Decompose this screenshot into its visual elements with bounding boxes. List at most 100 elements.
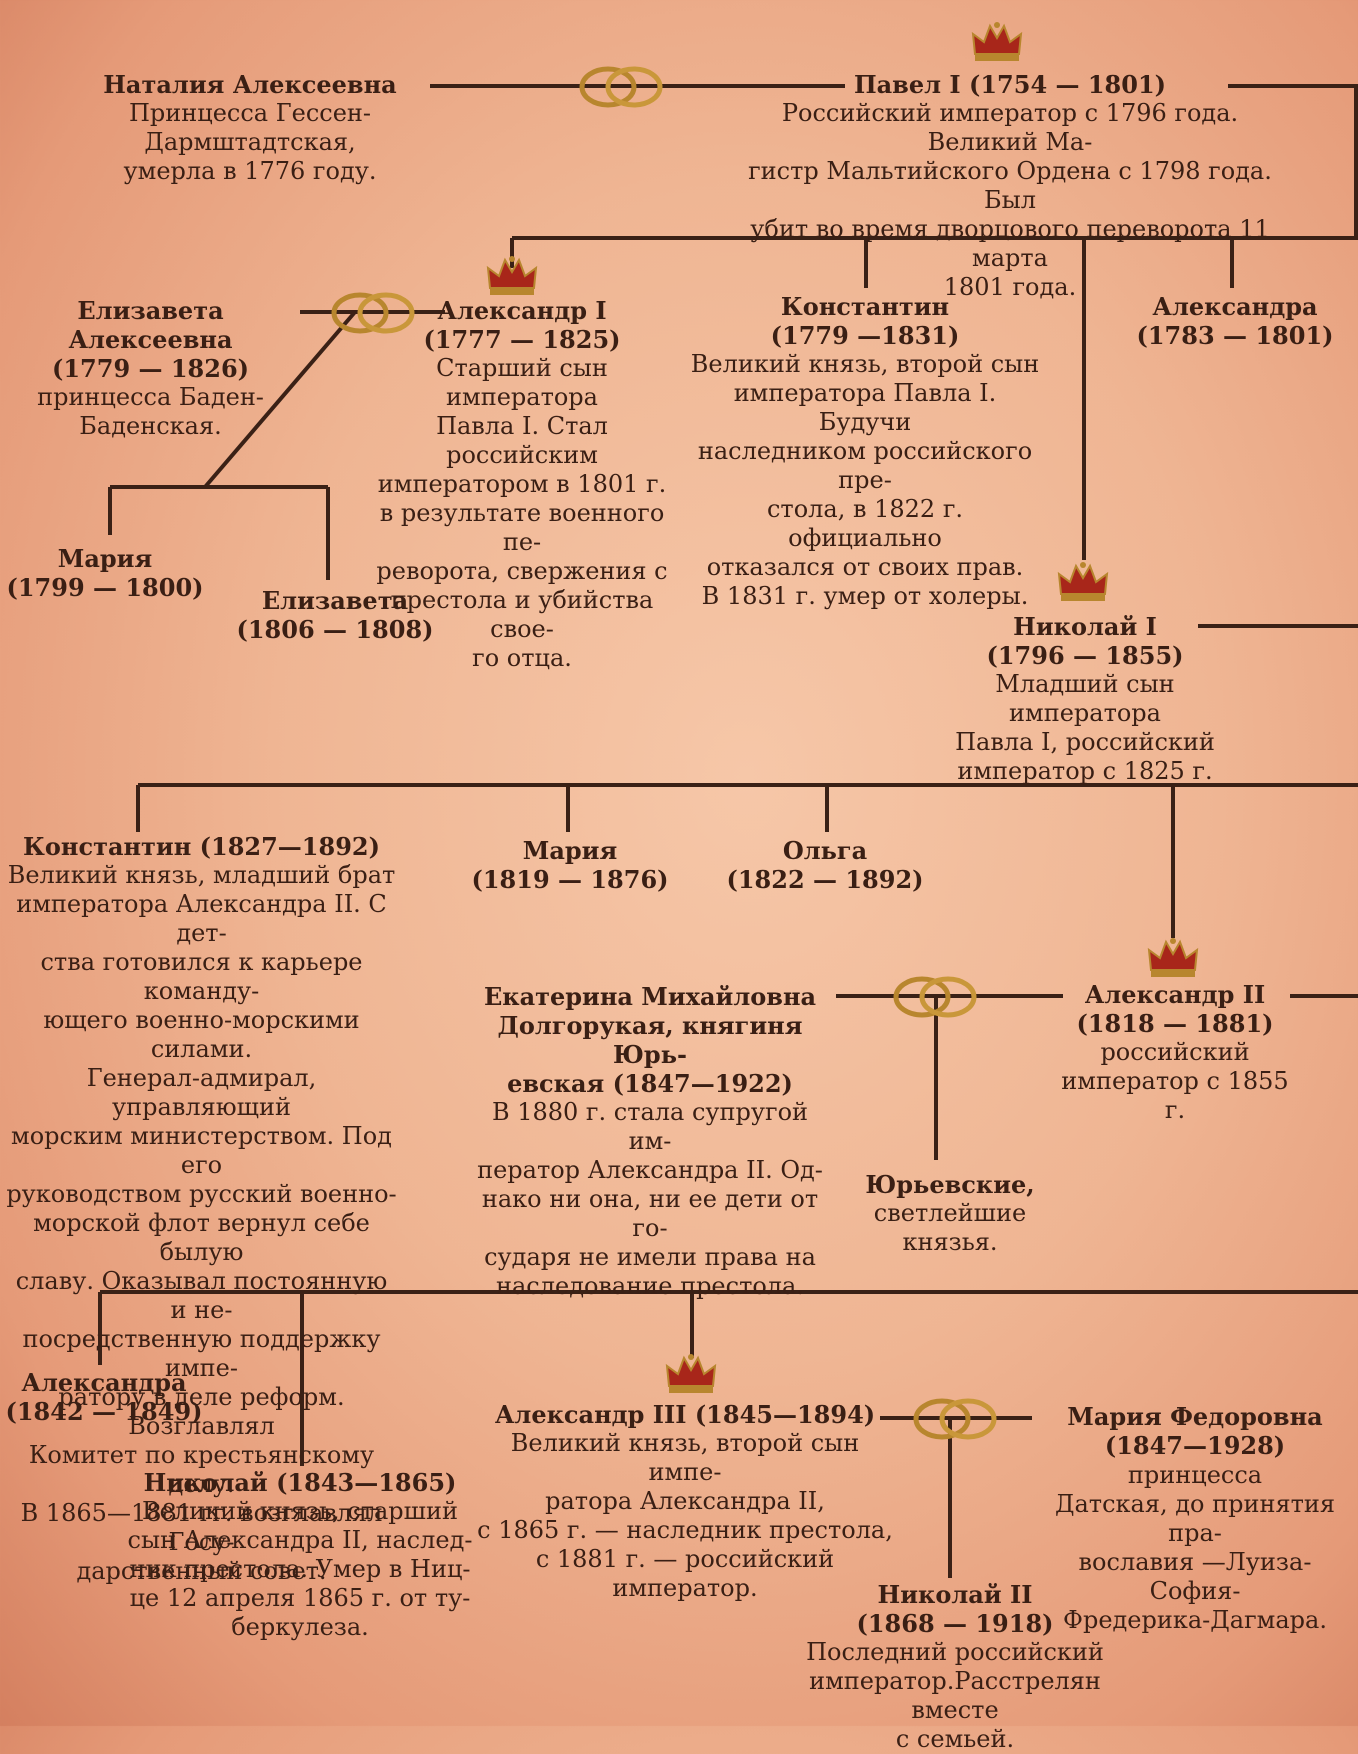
person-yurievskie: Юрьевские, светлейшие князья. bbox=[830, 1170, 1070, 1257]
person-desc-line: це 12 апреля 1865 г. от ту- bbox=[129, 1584, 471, 1612]
person-desc-line: наследование престола. bbox=[496, 1272, 804, 1300]
person-desc-line: ператор Александра II. Од- bbox=[477, 1156, 823, 1184]
person-years: (1779 —1831) bbox=[770, 321, 960, 350]
person-desc-line: Комитет по крестьянскому делу. bbox=[28, 1441, 375, 1498]
person-ekaterina-dolgorukaya: Екатерина Михайловна Долгорукая, княгиня… bbox=[470, 982, 830, 1301]
person-desc-line: императором в 1801 г. bbox=[377, 470, 667, 498]
person-desc-line: ник престола. Умер в Ниц- bbox=[129, 1555, 471, 1583]
person-desc-line: Принцесса Гессен-Дармштадтская, bbox=[128, 99, 372, 156]
person-name: Екатерина Михайловна bbox=[483, 982, 817, 1011]
person-pavel-1: Павел I (1754 — 1801) Российский императ… bbox=[730, 70, 1290, 302]
person-years: (1796 — 1855) bbox=[986, 641, 1184, 670]
person-name: Елизавета Алексеевна bbox=[68, 296, 233, 354]
person-name: Александра bbox=[21, 1368, 187, 1397]
person-desc-line: император с 1855 г. bbox=[1061, 1067, 1289, 1124]
crown-icon bbox=[486, 256, 538, 295]
person-desc-line: 1801 года. bbox=[943, 273, 1077, 301]
person-desc-line: вославия —Луиза-София- bbox=[1078, 1548, 1312, 1605]
person-desc-line: с 1865 г. — наследник престола, bbox=[477, 1516, 893, 1544]
person-desc-line: ратору в деле реформ. Возглавлял bbox=[58, 1383, 345, 1440]
wedding-rings-icon bbox=[893, 976, 977, 1018]
person-desc-line: Фредерика-Дагмара. bbox=[1063, 1606, 1327, 1634]
person-nikolai-1843: Николай (1843—1865) Великий князь, старш… bbox=[125, 1468, 475, 1642]
person-desc-line: Баденская. bbox=[79, 412, 222, 440]
person-desc-inline: принцесса bbox=[1127, 1461, 1263, 1489]
crown-icon bbox=[971, 22, 1023, 61]
person-desc-line: принцесса Баден- bbox=[37, 383, 264, 411]
person-desc-line: Российский император с 1796 года. Велики… bbox=[781, 99, 1239, 156]
person-desc-line: ющего военно-морскими силами. bbox=[43, 1006, 360, 1063]
person-desc-line: го отца. bbox=[472, 644, 572, 672]
person-years: (1799 — 1800) bbox=[6, 573, 204, 602]
person-desc-line: Младший сын императора bbox=[995, 670, 1175, 727]
person-desc-line: В 1880 г. стала супругой им- bbox=[491, 1098, 809, 1155]
person-desc-line: Великий князь, старший bbox=[142, 1497, 458, 1525]
person-name: Николай (1843—1865) bbox=[143, 1468, 457, 1497]
person-konstantin-1827: Константин (1827—1892) Великий князь, мл… bbox=[4, 832, 399, 1586]
person-name-line: евская (1847—1922) bbox=[507, 1069, 793, 1098]
person-desc-line: Великий князь, второй сын bbox=[690, 350, 1040, 378]
person-desc-line: наследником российского пре- bbox=[697, 437, 1033, 494]
person-name: Елизавета bbox=[261, 586, 409, 615]
person-desc-line: Павла I. Стал российским bbox=[436, 412, 608, 469]
person-desc-line: Старший сын императора bbox=[436, 354, 608, 411]
person-name-line: Долгорукая, княгиня Юрь- bbox=[497, 1011, 803, 1069]
person-desc-line: посредственную поддержку импе- bbox=[22, 1325, 381, 1382]
person-desc-line: руководством русский военно- bbox=[6, 1180, 397, 1208]
person-desc-line: российский bbox=[1100, 1038, 1250, 1066]
person-desc-line: Генерал-адмирал, управляющий bbox=[86, 1064, 317, 1121]
person-desc-line: беркулеза. bbox=[231, 1613, 369, 1641]
person-desc-line: гистр Мальтийского Ордена с 1798 года. Б… bbox=[748, 157, 1272, 214]
crown-icon bbox=[1147, 938, 1199, 977]
person-name: Александр II bbox=[1084, 980, 1266, 1009]
person-nikolai-1: Николай I (1796 — 1855) Младший сын импе… bbox=[920, 612, 1250, 786]
person-elizaveta-alekseevna: Елизавета Алексеевна (1779 — 1826) принц… bbox=[8, 296, 293, 441]
person-desc-line: сын Александра II, наслед- bbox=[127, 1526, 473, 1554]
person-desc-line: реворота, свержения с bbox=[376, 557, 668, 585]
person-desc-line: отказался от своих прав. bbox=[706, 553, 1024, 581]
person-elizaveta-1806: Елизавета (1806 — 1808) bbox=[230, 586, 440, 644]
person-desc-line: дарственный совет. bbox=[76, 1557, 327, 1585]
person-name: Александра bbox=[1152, 292, 1318, 321]
wedding-rings-icon bbox=[331, 292, 415, 334]
person-name: Александр III (1845—1894) bbox=[494, 1400, 876, 1429]
person-alexandra-1783: Александра (1783 — 1801) bbox=[1120, 292, 1350, 350]
person-desc-line: славу. Оказывал постоянную и не- bbox=[15, 1267, 388, 1324]
person-years: (1842 — 1849) bbox=[5, 1397, 203, 1426]
person-desc-line: светлейшие князья. bbox=[873, 1199, 1027, 1256]
person-years: (1783 — 1801) bbox=[1136, 321, 1334, 350]
person-desc-line: ратора Александра II, bbox=[545, 1487, 825, 1515]
person-name: Павел I (1754 — 1801) bbox=[853, 70, 1167, 99]
person-alexander-3: Александр III (1845—1894) Великий князь,… bbox=[475, 1400, 895, 1603]
person-years: (1806 — 1808) bbox=[236, 615, 434, 644]
person-years: (1777 — 1825) bbox=[423, 325, 621, 354]
person-years: (1868 — 1918) bbox=[856, 1609, 1054, 1638]
person-name: Мария bbox=[57, 544, 153, 573]
person-desc-line: морской флот вернул себе былую bbox=[33, 1209, 370, 1266]
person-name: Николай I bbox=[1013, 612, 1157, 641]
person-desc-line: ства готовился к карьере команду- bbox=[40, 948, 363, 1005]
person-desc-line: император.Расстрелян вместе bbox=[809, 1667, 1101, 1724]
person-name: Наталия Алексеевна bbox=[103, 70, 397, 99]
person-desc-line: Павла I, российский bbox=[955, 728, 1215, 756]
person-desc-line: умерла в 1776 году. bbox=[123, 157, 377, 185]
person-years: (1822 — 1892) bbox=[726, 865, 924, 894]
person-natalia: Наталия Алексеевна Принцесса Гессен-Дарм… bbox=[30, 70, 470, 186]
person-nikolai-2: Николай II (1868 — 1918) Последний росси… bbox=[790, 1580, 1120, 1754]
person-desc-line: престола и убийства свое- bbox=[390, 586, 654, 643]
person-desc-line: морским министерством. Под его bbox=[11, 1122, 392, 1179]
person-maria-1819: Мария (1819 — 1876) bbox=[460, 836, 680, 894]
crown-icon bbox=[1057, 562, 1109, 601]
person-olga-1822: Ольга (1822 — 1892) bbox=[715, 836, 935, 894]
person-years: (1818 — 1881) bbox=[1076, 1009, 1274, 1038]
person-desc-line: В 1865—1881 гг. возглавлял Госу- bbox=[20, 1499, 383, 1556]
person-desc-line: Датская, до принятия пра- bbox=[1054, 1490, 1335, 1547]
person-desc-line: нако ни она, ни ее дети от го- bbox=[481, 1185, 819, 1242]
person-desc-line: Последний российский bbox=[806, 1638, 1104, 1666]
person-desc-line: императора Павла I. Будучи bbox=[733, 379, 997, 436]
person-name: Константин (1827—1892) bbox=[23, 832, 380, 861]
person-name: Ольга bbox=[782, 836, 868, 865]
person-alexander-2: Александр II (1818 — 1881) российский им… bbox=[1050, 980, 1300, 1125]
person-desc-line: сударя не имели права на bbox=[484, 1243, 816, 1271]
